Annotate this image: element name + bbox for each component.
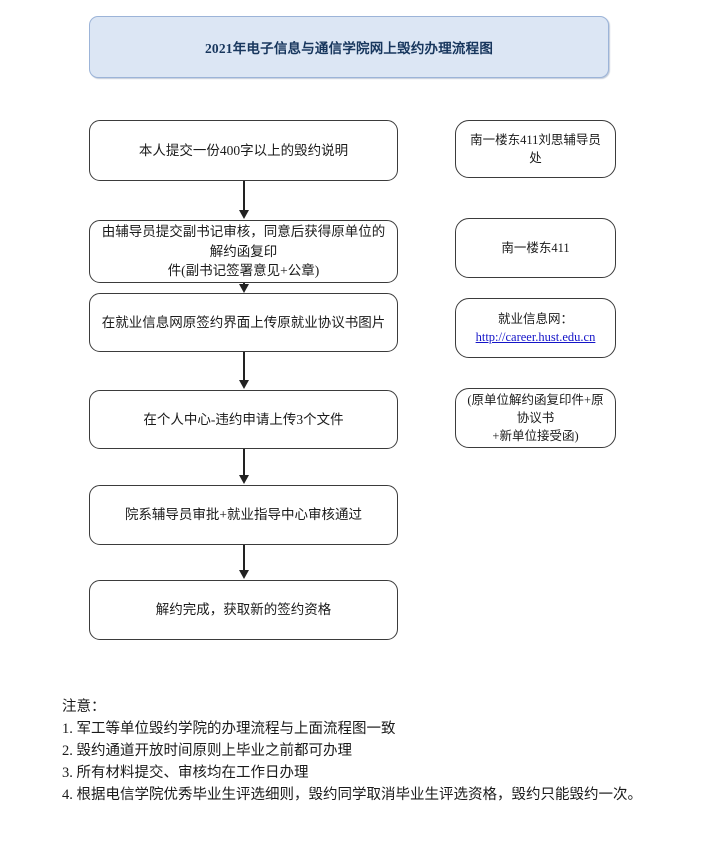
flow-step-1: 本人提交一份400字以上的毁约说明 [89,120,398,181]
notes-item-2: 2. 毁约通道开放时间原则上毕业之前都可办理 [62,743,352,760]
flow-step-5: 院系辅导员审批+就业指导中心审核通过 [89,485,398,545]
flow-step-3-label: 在就业信息网原签约界面上传原就业协议书图片 [101,314,386,330]
flow-step-2: 由辅导员提交副书记审核，同意后获得原单位的解约函复印 件(副书记签署意见+公章) [89,220,398,283]
flow-step-2-label: 由辅导员提交副书记审核，同意后获得原单位的解约函复印 件(副书记签署意见+公章) [101,224,386,279]
flowchart-title-banner: 2021年电子信息与通信学院网上毁约办理流程图 [89,16,609,78]
annotation-required-documents: (原单位解约函复印件+原协议书 +新单位接受函) [455,388,616,448]
notes-heading: 注意： [62,699,106,715]
annotation-location-counselor: 南一楼东411刘思辅导员处 [455,120,616,178]
notes-item-4: 4. 根据电信学院优秀毕业生评选细则，毁约同学取消毕业生评选资格，毁约只能毁约一… [62,787,642,804]
annotation-3-content: 就业信息网： http://career.hust.edu.cn [476,310,596,346]
flow-arrow-1-to-2 [239,181,249,219]
flow-step-4: 在个人中心-违约申请上传3个文件 [89,390,398,449]
flow-arrow-5-to-6 [239,545,249,579]
notes-item-1: 1. 军工等单位毁约学院的办理流程与上面流程图一致 [62,721,396,738]
notes-item-3: 3. 所有材料提交、审核均在工作日办理 [62,765,309,782]
flow-arrow-3-to-4 [239,352,249,389]
flow-step-6-label: 解约完成，获取新的签约资格 [155,602,332,618]
career-website-link[interactable]: http://career.hust.edu.cn [475,330,596,345]
flowchart-title-text: 2021年电子信息与通信学院网上毁约办理流程图 [204,41,494,56]
flow-arrow-4-to-5 [239,449,249,484]
flow-step-4-label: 在个人中心-违约申请上传3个文件 [143,411,344,427]
annotation-2-label: 南一楼东411 [501,240,570,255]
flow-step-3: 在就业信息网原签约界面上传原就业协议书图片 [89,293,398,352]
notes-block: 注意： 1. 军工等单位毁约学院的办理流程与上面流程图一致 2. 毁约通道开放时… [62,696,702,806]
flow-step-1-label: 本人提交一份400字以上的毁约说明 [138,142,349,158]
annotation-location-room: 南一楼东411 [455,218,616,278]
annotation-4-label: (原单位解约函复印件+原协议书 +新单位接受函) [467,392,604,444]
flow-arrow-2-to-3 [239,283,249,293]
annotation-3-label: 就业信息网： [497,311,573,326]
annotation-employment-website: 就业信息网： http://career.hust.edu.cn [455,298,616,358]
flow-step-5-label: 院系辅导员审批+就业指导中心审核通过 [124,507,363,523]
annotation-1-label: 南一楼东411刘思辅导员处 [470,132,601,165]
flow-step-6: 解约完成，获取新的签约资格 [89,580,398,640]
